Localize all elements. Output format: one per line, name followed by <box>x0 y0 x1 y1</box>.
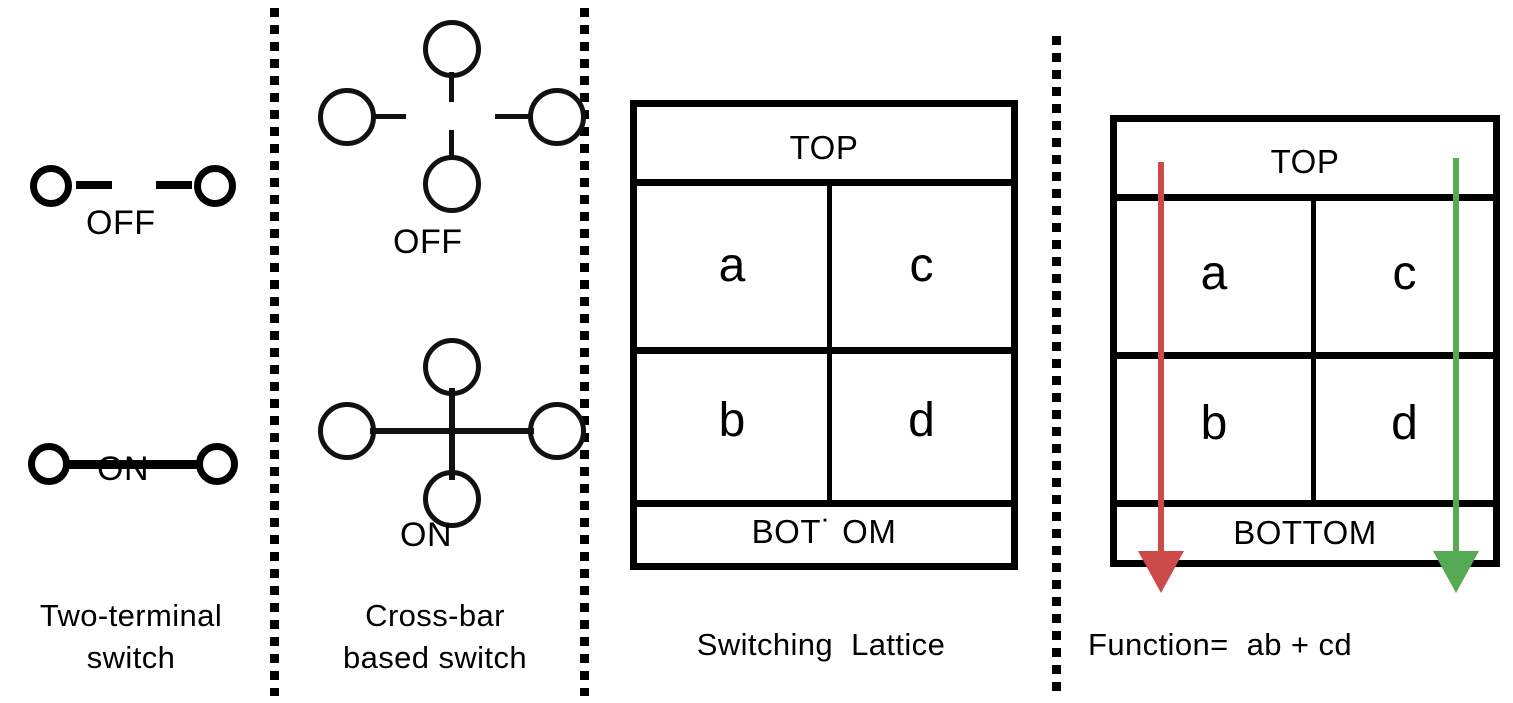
crossbar-stub-right <box>495 114 529 119</box>
two-terminal-caption-line2: switch <box>86 640 176 675</box>
lattice-top-label: TOP <box>789 129 859 166</box>
two-terminal-switch-panel: OFF ON Two-terminal switch <box>0 0 270 703</box>
cross-bar-on-state: ON <box>290 330 586 580</box>
crossbar-horizontal-bar <box>370 428 534 434</box>
lattice-column-separator <box>827 179 832 507</box>
switching-lattice-panel: TOP a c b d BOT˙ OM Switching Lattice <box>596 0 1046 703</box>
lattice-cell-c: c <box>1392 247 1417 300</box>
crossbar-node-right <box>528 88 586 146</box>
lattice-cell-c: c <box>909 239 934 292</box>
lattice-top-rail-separator <box>1117 194 1493 201</box>
lattice-bottom-label: BOTTOM <box>1233 514 1377 551</box>
panel-divider-3 <box>1052 36 1061 696</box>
two-terminal-off-state: OFF <box>0 0 270 240</box>
two-terminal-on-state: ON <box>0 400 270 530</box>
terminal-stub-right <box>156 181 192 189</box>
lattice-mid-separator <box>637 347 1011 354</box>
crossbar-stub-left <box>372 114 406 119</box>
right-path-arrow-line <box>1453 158 1459 557</box>
crossbar-vertical-bar <box>449 388 455 480</box>
lattice-bottom-label: BOT˙ OM <box>751 513 897 550</box>
lattice-bottom-rail-separator <box>637 500 1011 507</box>
switching-lattice-caption: Switching Lattice <box>696 627 946 662</box>
switching-lattice-grid: TOP a c b d BOT˙ OM <box>630 100 1018 570</box>
panel-divider-1 <box>270 8 279 696</box>
two-terminal-off-label: OFF <box>86 204 156 242</box>
lattice-cell-d: d <box>1391 397 1418 450</box>
crossbar-node-bottom <box>423 155 481 213</box>
function-lattice-panel: TOP a c b d BOTTOM Function= ab + cd <box>1076 0 1513 703</box>
left-path-arrow-line <box>1158 162 1164 557</box>
crossbar-stub-top <box>449 72 454 102</box>
lattice-cell-a: a <box>718 239 746 292</box>
crossbar-node-right <box>528 402 586 460</box>
two-terminal-caption-line1: Two-terminal <box>39 598 223 633</box>
cross-bar-off-state: OFF <box>290 10 586 270</box>
terminal-node-left <box>30 165 72 207</box>
lattice-cell-a: a <box>1200 247 1228 300</box>
lattice-top-label: TOP <box>1270 143 1340 180</box>
terminal-node-left <box>28 443 70 485</box>
function-lattice-grid: TOP a c b d BOTTOM <box>1110 115 1500 567</box>
right-path-arrow-head <box>1433 551 1479 593</box>
lattice-cell-d: d <box>908 394 935 447</box>
crossbar-node-left <box>318 88 376 146</box>
crossbar-node-top <box>423 338 481 396</box>
crossbar-node-left <box>318 402 376 460</box>
left-path-arrow-head <box>1138 551 1184 593</box>
two-terminal-on-label: ON <box>97 450 149 488</box>
terminal-node-right <box>196 443 238 485</box>
lattice-column-separator <box>1311 194 1316 507</box>
panel-divider-2 <box>580 8 589 696</box>
terminal-node-right <box>194 165 236 207</box>
terminal-connection-wire <box>66 460 200 469</box>
cross-bar-caption-line2: based switch <box>342 640 527 675</box>
cross-bar-off-label: OFF <box>393 223 463 261</box>
lattice-mid-separator <box>1117 352 1493 359</box>
crossbar-node-top <box>423 20 481 78</box>
cross-bar-switch-panel: OFF ON Cross-bar based switch <box>290 0 586 703</box>
lattice-bottom-rail-separator <box>1117 500 1493 507</box>
lattice-cell-b: b <box>1200 397 1228 450</box>
crossbar-stub-bottom <box>449 130 454 160</box>
lattice-cell-b: b <box>718 394 746 447</box>
terminal-stub-left <box>76 181 112 189</box>
cross-bar-caption-line1: Cross-bar <box>365 598 505 633</box>
function-lattice-caption: Function= ab + cd <box>1088 627 1352 662</box>
cross-bar-on-label: ON <box>400 516 452 554</box>
lattice-top-rail-separator <box>637 179 1011 186</box>
